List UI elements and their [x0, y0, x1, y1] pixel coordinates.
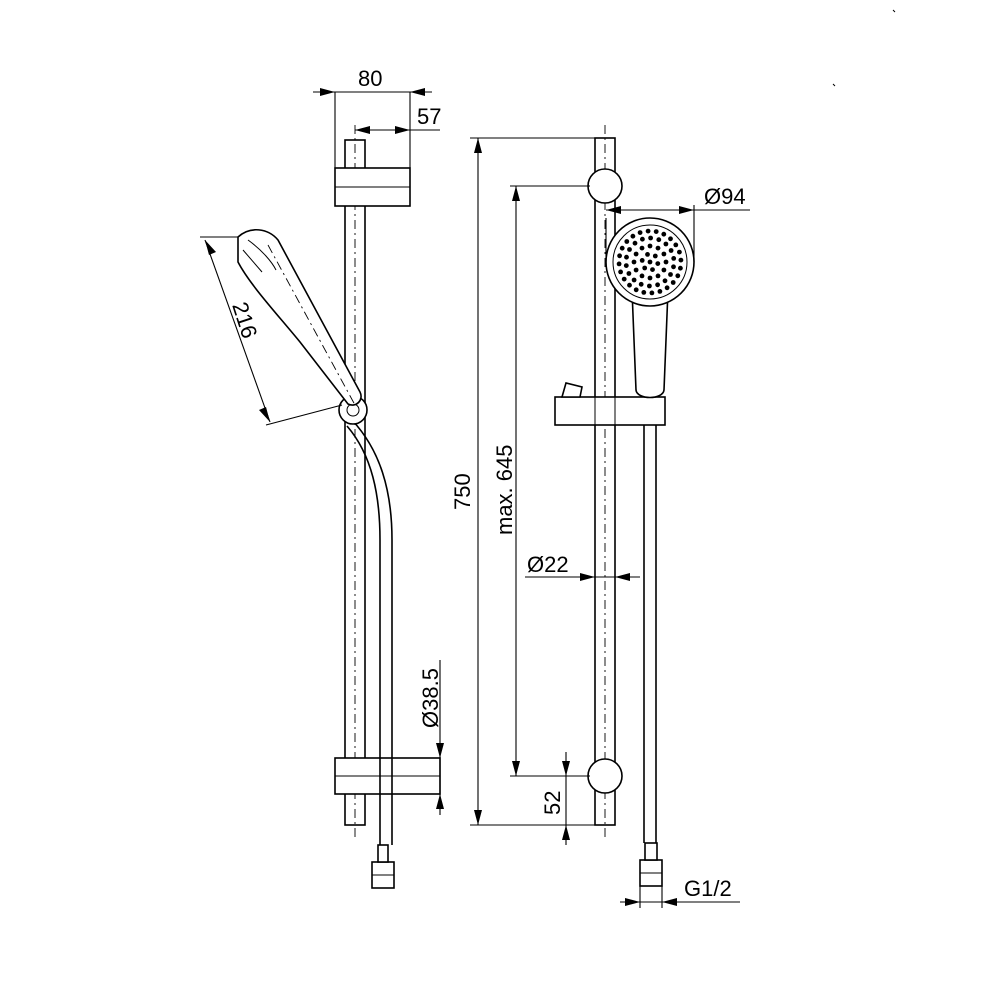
- nozzle-dot: [647, 259, 653, 265]
- nozzle-dot: [661, 267, 667, 273]
- nozzle-dot: [671, 264, 676, 270]
- nozzle-dot: [618, 269, 623, 275]
- nozzle-dot: [668, 248, 674, 253]
- nozzle-dot: [655, 261, 661, 266]
- nozzle-dot: [631, 259, 637, 265]
- front-slider: [554, 396, 666, 426]
- front-view: 750 max. 645 Ø94 Ø22 52 G1/2: [450, 125, 750, 908]
- nozzle-dot: [633, 287, 639, 293]
- nozzle-dot: [639, 273, 645, 279]
- nozzle-dot: [626, 271, 632, 276]
- spray-nozzles: [616, 228, 684, 296]
- nozzle-dot: [648, 235, 653, 241]
- nozzle-dot: [633, 251, 639, 257]
- side-hose: [351, 419, 393, 845]
- side-handshower: [237, 229, 362, 406]
- nozzle-dot: [624, 254, 629, 260]
- nozzle-dot: [653, 229, 659, 235]
- nozzle-dot: [655, 273, 661, 279]
- dim-max-645: max. 645: [492, 445, 517, 536]
- nozzle-dot: [627, 282, 632, 288]
- nozzle-dot: [633, 267, 639, 273]
- nozzle-dot: [645, 252, 650, 257]
- nozzle-dot: [656, 237, 662, 243]
- nozzle-dot: [671, 256, 677, 261]
- dim-216: 216: [227, 299, 262, 342]
- dim-22: Ø22: [527, 552, 569, 577]
- nozzle-dot: [655, 282, 660, 288]
- nozzle-dot: [649, 290, 655, 296]
- nozzle-dot: [657, 289, 663, 294]
- nozzle-dot: [647, 275, 653, 281]
- nozzle-dot: [624, 239, 630, 244]
- front-handshower-handle: [631, 289, 669, 399]
- nozzle-dot: [675, 273, 681, 279]
- nozzle-dot: [630, 233, 636, 239]
- nozzle-dot: [663, 259, 669, 265]
- nozzle-dot: [673, 242, 679, 248]
- nozzle-dot: [677, 249, 682, 255]
- nozzle-dot: [627, 247, 632, 252]
- dim-57: 57: [417, 104, 441, 129]
- nozzle-dot: [632, 240, 638, 246]
- dim-80: 80: [358, 66, 382, 91]
- nozzle-dot: [619, 245, 625, 251]
- nozzle-dot: [638, 281, 644, 287]
- dim-94: Ø94: [704, 184, 746, 209]
- dim-52: 52: [540, 791, 565, 815]
- nozzle-dot: [668, 236, 673, 242]
- nozzle-dot: [662, 278, 668, 284]
- nozzle-dot: [655, 245, 661, 251]
- nozzle-dot: [652, 253, 658, 259]
- dim-750: 750: [450, 473, 475, 510]
- nozzle-dot: [661, 231, 667, 237]
- nozzle-dot: [640, 236, 645, 242]
- nozzle-dot: [670, 280, 676, 285]
- nozzle-dot: [616, 261, 622, 267]
- nozzle-dot: [639, 258, 645, 263]
- dim-38-5: Ø38.5: [418, 668, 443, 728]
- nozzle-dot: [617, 253, 622, 259]
- nozzle-dot: [664, 285, 670, 291]
- front-slider-button: [560, 382, 583, 398]
- nozzle-dot: [650, 267, 655, 272]
- nozzle-dot: [678, 265, 683, 271]
- dim-g1-2: G1/2: [684, 876, 732, 901]
- nozzle-dot: [668, 272, 673, 277]
- nozzle-dot: [631, 277, 637, 283]
- nozzle-dot: [642, 265, 648, 271]
- nozzle-dot: [641, 290, 647, 295]
- nozzle-dot: [661, 251, 667, 257]
- nozzle-dot: [645, 228, 651, 234]
- nozzle-dot: [621, 276, 627, 282]
- nozzle-dot: [639, 245, 645, 251]
- nozzle-dot: [647, 283, 652, 289]
- nozzle-dot: [623, 263, 629, 268]
- nozzle-dot: [663, 241, 669, 247]
- nozzle-dot: [678, 257, 684, 263]
- front-top-bracket: [587, 168, 623, 204]
- front-bottom-bracket: [587, 758, 623, 794]
- nozzle-dot: [637, 230, 643, 236]
- nozzle-dot: [647, 243, 653, 249]
- side-view: 80 57 216 Ø38.5: [200, 66, 444, 889]
